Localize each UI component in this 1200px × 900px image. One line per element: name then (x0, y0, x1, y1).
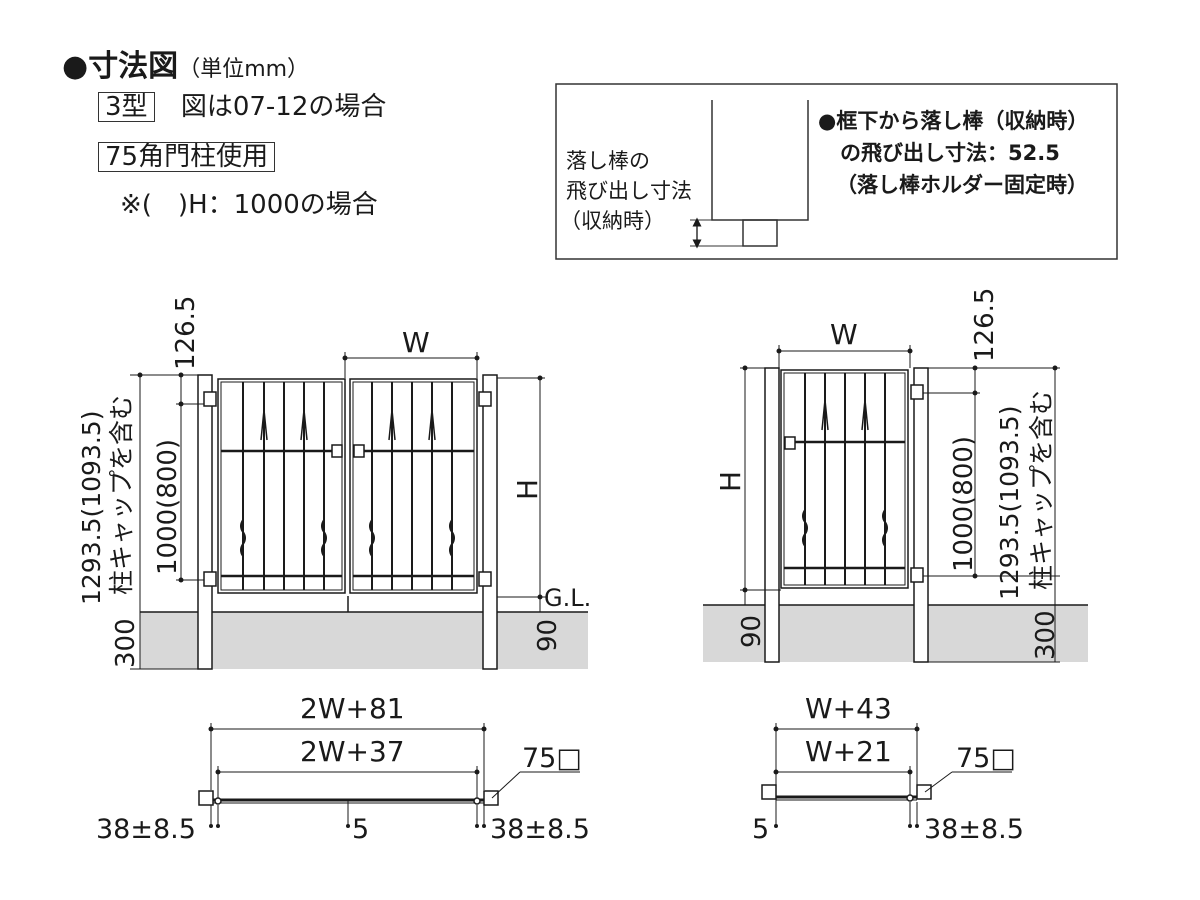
callout-left-2: 飛び出し寸法 (566, 179, 692, 203)
heading-title: 寸法図 (88, 49, 179, 84)
left-post (764, 367, 780, 663)
drop-rod-sketch (742, 219, 778, 247)
callout-box: 落し棒の 飛び出し寸法 （収納時） ●框下から落し棒（収納時） の飛び出し寸法：… (555, 83, 1118, 260)
dbl-h-label: H (511, 479, 544, 500)
callout-left-3: （収納時） (560, 209, 665, 233)
sgl-plan-post-size: 75□ (956, 743, 1016, 774)
sgl-plan-outer: W+43 (805, 692, 892, 725)
type-line: 3型 図は07-12の場合 (98, 92, 386, 122)
dbl-post-cap-dim: 126.5 (171, 296, 201, 370)
latch-icon (353, 444, 365, 458)
post-square-icon (761, 784, 777, 800)
sgl-total-height-note: 柱キャップを含む (1027, 390, 1056, 590)
bullet-icon: ● (62, 49, 89, 84)
sgl-bottom-clear: 90 (737, 615, 767, 648)
dbl-plan-inner: 2W+37 (300, 735, 405, 768)
single-plan-view: W+43 W+21 5 38±8.5 75□ (752, 692, 1024, 845)
hinge-icon (910, 384, 924, 400)
single-gate-elevation: W H 90 126.5 1000(800) 1293.5(1093.5) 柱キ… (703, 288, 1088, 663)
dbl-top-w: W (402, 326, 430, 359)
post-square-icon (483, 790, 499, 806)
hinge-icon (478, 391, 492, 407)
double-plan-view: 2W+81 2W+37 38±8.5 5 38±8.5 75□ (96, 692, 590, 845)
heading-unit: （単位mm） (178, 57, 310, 82)
dbl-plan-right-gap: 38±8.5 (490, 814, 590, 845)
callout-right-1: ●框下から落し棒（収納時） (818, 109, 1088, 133)
dbl-total-height-note: 柱キャップを含む (107, 395, 136, 595)
paren-note: ※( )H：1000の場合 (120, 190, 378, 220)
left-post (197, 374, 213, 670)
diagram-heading: ●寸法図（単位mm） (62, 52, 309, 85)
post-square-icon (198, 790, 214, 806)
sgl-plan-left-gap: 5 (752, 814, 769, 845)
type-badge: 3型 (98, 92, 155, 122)
hinge-icon (203, 571, 217, 587)
double-gate-elevation: W 126.5 1000(800) 1293.5(1093.5) 柱キャップを含… (77, 296, 591, 670)
dbl-plan-post-size: 75□ (522, 743, 582, 774)
post-square-icon (916, 784, 932, 800)
dbl-gl-label: G.L. (544, 584, 591, 612)
right-post (482, 374, 498, 670)
sgl-post-cap-dim: 126.5 (970, 288, 1000, 362)
left-leaf (217, 378, 346, 594)
right-leaf (349, 378, 478, 594)
sgl-plan-inner: W+21 (805, 735, 892, 768)
latch-icon (331, 444, 343, 458)
hinge-icon (910, 567, 924, 583)
sgl-top-w: W (830, 318, 858, 351)
sgl-embed-depth: 300 (1031, 610, 1061, 660)
post-line: 75角門柱使用 (98, 142, 276, 172)
dbl-plan-left-gap: 38±8.5 (96, 814, 196, 845)
dbl-bottom-clear: 90 (533, 619, 563, 652)
sgl-gate-height: 1000(800) (949, 436, 979, 572)
right-post (913, 367, 929, 663)
type-note: 図は07-12の場合 (180, 92, 387, 122)
hinge-icon (478, 571, 492, 587)
dbl-embed-depth: 300 (111, 618, 141, 668)
latch-icon (784, 436, 796, 450)
dbl-gate-height: 1000(800) (153, 439, 183, 575)
callout-right-3: （落し棒ホルダー固定時） (836, 173, 1088, 197)
sgl-total-height: 1293.5(1093.5) (995, 406, 1024, 600)
ground-fill (140, 612, 588, 669)
sgl-plan-right-gap: 38±8.5 (924, 814, 1024, 845)
single-leaf (780, 369, 909, 589)
dbl-total-height: 1293.5(1093.5) (77, 411, 106, 605)
hinge-icon (203, 391, 217, 407)
sgl-h-label: H (714, 471, 747, 492)
dbl-plan-outer: 2W+81 (300, 692, 405, 725)
post-badge: 75角門柱使用 (98, 142, 276, 172)
frame-sketch (711, 100, 809, 221)
dbl-plan-center-gap: 5 (352, 814, 369, 845)
callout-right-2: の飛び出し寸法：52.5 (840, 141, 1060, 165)
callout-left-1: 落し棒の (566, 149, 650, 173)
